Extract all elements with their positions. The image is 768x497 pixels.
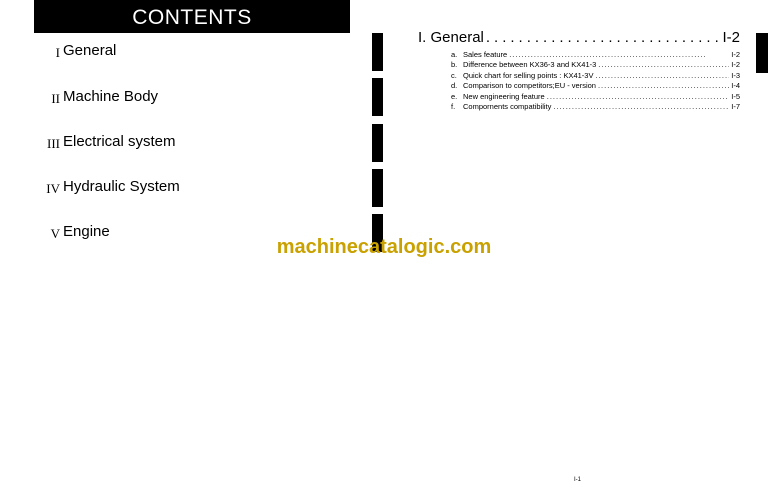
toc-item-general[interactable]: I General — [0, 42, 330, 68]
entry-title: New engineering feature — [463, 91, 545, 101]
contents-title: CONTENTS — [34, 0, 350, 33]
entry-letter: b. — [451, 60, 458, 70]
section-entry[interactable]: a. Sales feature .......................… — [451, 50, 740, 60]
entry-letter: d. — [451, 81, 458, 91]
section-heading: I. General .............................… — [418, 29, 740, 49]
section-entry[interactable]: e. New engineering feature .............… — [451, 92, 740, 102]
toc-item-electrical-system[interactable]: III Electrical system — [0, 133, 330, 159]
toc-item-number: II — [51, 91, 60, 106]
leader-dots: ........................................… — [598, 60, 729, 70]
entry-page: I-7 — [731, 101, 740, 111]
watermark: machinecatalogic.com — [276, 236, 492, 258]
leader-dots: ........................................… — [546, 91, 730, 101]
toc-item-engine[interactable]: V Engine — [0, 223, 330, 249]
section-tab-electrical-system[interactable] — [372, 124, 383, 162]
toc-item-label: Hydraulic System — [63, 178, 180, 195]
leader-dots: ........................................… — [509, 50, 707, 59]
entry-page: I-4 — [731, 81, 740, 91]
section-entry[interactable]: f. Compornents compatibility ...........… — [451, 102, 740, 112]
leader-dots: ........................................… — [553, 101, 730, 111]
leader-dots: ........................................… — [485, 29, 721, 46]
section-title: I. General — [418, 29, 484, 46]
leader-dots: ........................................… — [595, 70, 729, 80]
section-entry[interactable]: c. Quick chart for selling points : KX41… — [451, 71, 740, 81]
toc-item-number: III — [47, 136, 60, 151]
section-entry-list: a. Sales feature .......................… — [451, 50, 740, 112]
toc-item-number: I — [55, 45, 60, 60]
entry-page: I-5 — [731, 91, 740, 101]
entry-page: I-3 — [731, 70, 740, 80]
entry-title: Comparison to competitors;EU - version — [463, 81, 596, 91]
entry-letter: e. — [451, 91, 458, 101]
section-page: I-2 — [722, 29, 740, 46]
entry-title: Quick chart for selling points : KX41-3V — [463, 70, 594, 80]
toc-item-label: General — [63, 42, 117, 59]
entry-page: I-2 — [731, 50, 740, 59]
leader-dots: ........................................… — [597, 81, 729, 91]
entry-title: Difference between KX36-3 and KX41-3 — [463, 60, 597, 70]
entry-letter: a. — [451, 50, 458, 59]
section-tab-hydraulic-system[interactable] — [372, 169, 383, 207]
entry-letter: f. — [451, 101, 456, 111]
entry-letter: c. — [451, 70, 457, 80]
entry-title: Sales feature — [463, 50, 508, 59]
toc-item-label: Electrical system — [63, 133, 176, 150]
page-edge-tab — [756, 33, 768, 73]
toc-item-label: Machine Body — [63, 88, 159, 105]
toc-item-machine-body[interactable]: II Machine Body — [0, 88, 330, 114]
toc-item-hydraulic-system[interactable]: IV Hydraulic System — [0, 178, 330, 204]
toc-item-label: Engine — [63, 223, 110, 240]
section-entry[interactable]: d. Comparison to competitors;EU - versio… — [451, 81, 740, 91]
section-tab-machine-body[interactable] — [372, 78, 383, 116]
section-tab-engine[interactable] — [372, 214, 383, 252]
toc-item-number: IV — [46, 181, 60, 196]
page-number: I-1 — [574, 477, 582, 483]
toc-item-number: V — [50, 226, 60, 241]
section-tab-general[interactable] — [372, 33, 383, 71]
entry-page: I-2 — [731, 60, 740, 70]
section-entry[interactable]: b. Difference between KX36-3 and KX41-3 … — [451, 60, 740, 70]
entry-title: Compornents compatibility — [463, 101, 552, 111]
